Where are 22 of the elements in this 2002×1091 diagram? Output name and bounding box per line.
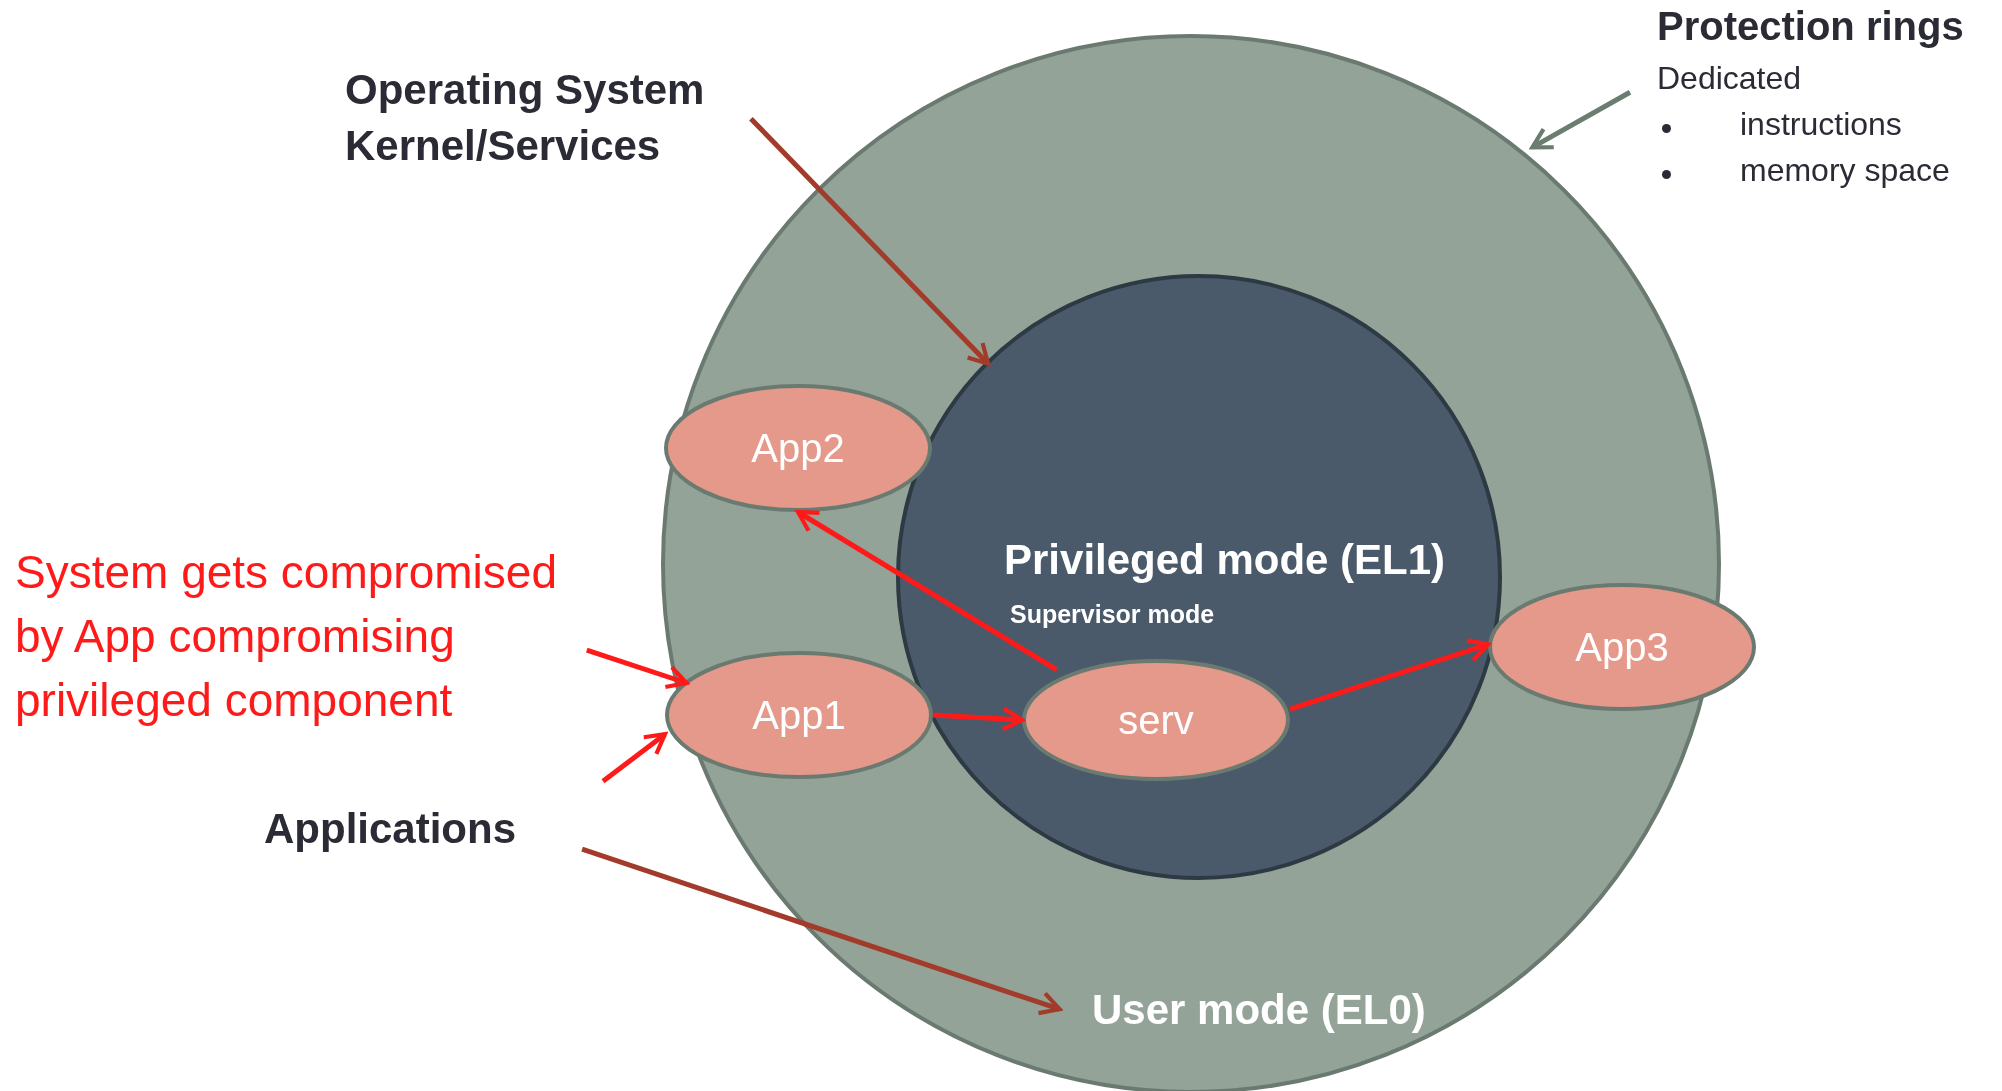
list-item: instructions xyxy=(1740,106,1902,143)
callout-text: Applications xyxy=(264,805,517,853)
arrow xyxy=(1289,638,1491,712)
arrow xyxy=(586,647,689,690)
ring-label: Privileged mode (EL1) xyxy=(1004,536,1446,584)
arrow xyxy=(749,116,991,366)
app-label: App3 xyxy=(1575,624,1669,670)
arrow xyxy=(581,846,1062,1016)
callout-text: Operating System Kernel/Services xyxy=(345,65,706,171)
warning-text: System gets compromised by App compromising privileged component xyxy=(15,545,558,728)
arrow xyxy=(932,706,1025,732)
ring-label: User mode (EL0) xyxy=(1092,986,1426,1034)
app-label: App1 xyxy=(752,692,846,738)
heading: Protection rings xyxy=(1657,4,1964,49)
app-label: serv xyxy=(1118,697,1194,743)
ring-sublabel: Supervisor mode xyxy=(1010,600,1215,629)
arrow xyxy=(601,732,668,784)
subheading: Dedicated xyxy=(1657,60,1802,97)
app-label: App2 xyxy=(751,425,845,471)
arrow xyxy=(795,509,1059,673)
arrow xyxy=(1530,90,1632,150)
list-item: memory space xyxy=(1740,152,1950,189)
